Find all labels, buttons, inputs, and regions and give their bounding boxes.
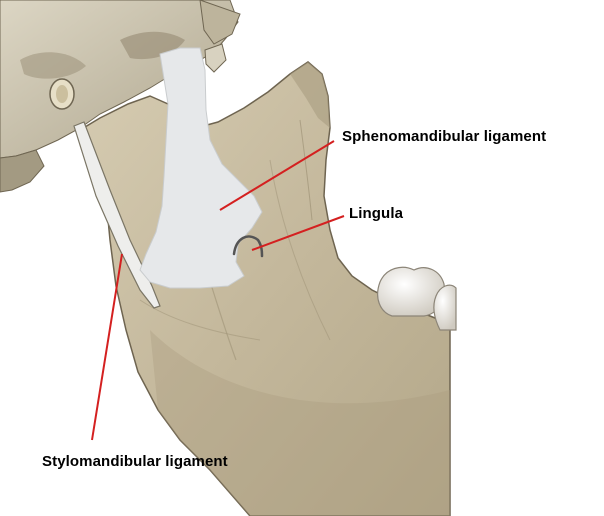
stylomandibular-ligament-label: Stylomandibular ligament [42, 453, 228, 470]
sphenomandibular-ligament-label: Sphenomandibular ligament [342, 128, 546, 145]
stylomandibular-leader-line [92, 254, 122, 440]
lingula-label: Lingula [349, 205, 403, 222]
